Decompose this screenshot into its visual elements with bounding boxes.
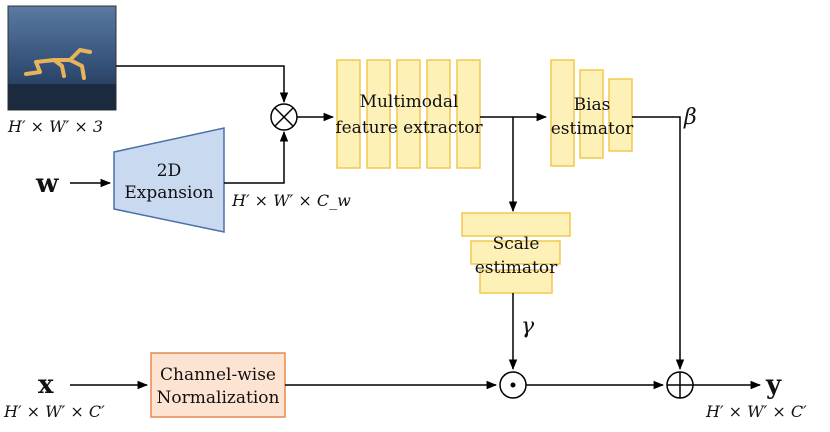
normalization-label-line2: Normalization: [157, 388, 280, 408]
y-output-label: y: [765, 370, 782, 400]
beta-symbol: β: [683, 105, 697, 130]
input-image: [7, 5, 117, 111]
feature-extractor-block: Multimodal feature extractor: [335, 59, 484, 169]
normalization-block: Channel-wise Normalization: [150, 352, 286, 418]
w-input-label: w: [35, 169, 59, 199]
x-input-shape: H′ × W′ × C′: [3, 402, 105, 421]
robot-walker-icon: [24, 48, 92, 80]
feature-extractor-label-line1: Multimodal: [360, 92, 459, 112]
expansion-block: 2D Expansion: [113, 127, 225, 233]
bias-estimator-block: Bias estimator: [550, 59, 634, 167]
gamma-symbol: γ: [521, 314, 535, 339]
expansion-to-multiply-arrow: [224, 130, 289, 184]
y-output-shape: H′ × W′ × C′: [705, 402, 807, 421]
expansion-output-shape: H′ × W′ × C_w: [231, 191, 351, 210]
bias-to-add-arrow: [632, 116, 685, 371]
image-to-multiply-arrow: [116, 65, 289, 104]
expansion-label-line2: Expansion: [124, 183, 213, 203]
add-operator: [666, 371, 694, 399]
x-input-label: x: [38, 370, 54, 400]
multiply-operator: [270, 103, 298, 131]
bias-estimator-label-line2: estimator: [551, 119, 634, 139]
feature-extractor-label-line2: feature extractor: [335, 118, 483, 138]
expansion-label-line1: 2D: [157, 161, 181, 181]
normalization-label-line1: Channel-wise: [160, 365, 276, 385]
scale-estimator-label-line1: Scale: [493, 234, 540, 254]
scale-estimator-label-line2: estimator: [475, 258, 558, 278]
bias-estimator-label-line1: Bias: [574, 95, 611, 115]
scale-estimator-block: Scale estimator: [461, 212, 571, 294]
hadamard-operator: [499, 371, 527, 399]
input-image-caption: H′ × W′ × 3: [7, 117, 103, 136]
